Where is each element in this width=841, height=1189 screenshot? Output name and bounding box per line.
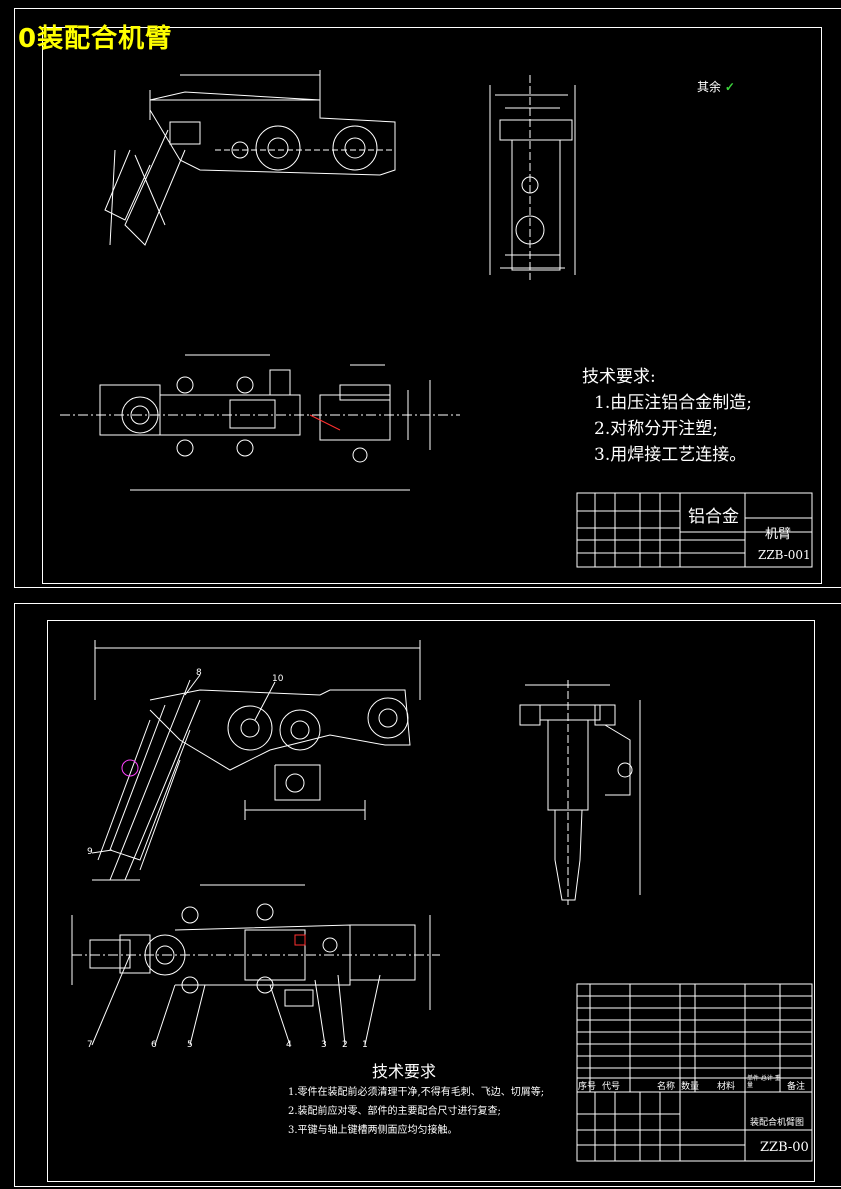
balloon-1: 1 [362, 1040, 368, 1050]
balloon-4: 4 [286, 1040, 292, 1050]
drawing-number-2: ZZB-00 [760, 1140, 809, 1155]
drawing-sheet-1 [14, 8, 841, 588]
requirement-line: 3.用焊接工艺连接。 [594, 445, 747, 465]
requirement-line: 1.零件在装配前必须清理干净,不得有毛刺、飞边、切屑等; [288, 1087, 545, 1098]
balloon-5: 5 [187, 1040, 193, 1050]
surface-note-label: 其余 [697, 80, 722, 94]
assembly-elevation-view-2 [92, 640, 421, 881]
side-view-2 [519, 680, 641, 905]
bom-header-cell: 数量 [681, 1082, 700, 1092]
side-view-1 [489, 75, 576, 280]
requirement-line: 1.由压注铝合金制造; [594, 393, 752, 413]
title-block-1 [576, 492, 813, 568]
bom-table-2 [576, 983, 813, 1162]
bom-header-row: 序号 代号 名称 数量 材料 单件 总计 重量 备注 [577, 1075, 812, 1092]
drawing-frame-2 [47, 620, 815, 1182]
arm-elevation-view-1 [104, 70, 396, 246]
assembly-name-label: 装配合机臂图 [750, 1118, 805, 1128]
drawing-frame-1 [42, 27, 822, 584]
balloon-7: 7 [87, 1040, 93, 1050]
bom-header-cell: 代号 [602, 1082, 621, 1092]
requirement-line: 2.装配前应对零、部件的主要配合尺寸进行复查; [288, 1106, 501, 1117]
surface-roughness-note: 其余 ✓ [697, 78, 735, 95]
requirements-title-2: 技术要求 [372, 1062, 437, 1081]
requirement-line: 2.对称分开注塑; [594, 419, 718, 439]
balloon-9: 9 [87, 847, 93, 857]
bom-header-cell: 序号 [578, 1082, 597, 1092]
bom-header-cell: 单件 总计 重量 [747, 1075, 781, 1089]
technical-requirements-1: 技术要求: 1.由压注铝合金制造; 2.对称分开注塑; 3.用焊接工艺连接。 [582, 364, 752, 468]
bom-header-cell: 备注 [787, 1082, 806, 1092]
requirements-title-1: 技术要求: [582, 367, 656, 387]
balloon-leaders [91, 674, 381, 1046]
balloon-2: 2 [342, 1040, 348, 1050]
drawing-sheet-2 [14, 603, 841, 1187]
balloon-6: 6 [151, 1040, 157, 1050]
balloon-8: 8 [196, 668, 202, 678]
bom-header-cell: 材料 [717, 1082, 736, 1092]
assembly-plan-view-2 [71, 884, 440, 1010]
drawing-number-1: ZZB-001 [758, 548, 811, 562]
bom-header-cell: 名称 [657, 1082, 676, 1092]
requirement-line: 3.平键与轴上键槽两侧面应均匀接触。 [288, 1125, 458, 1136]
technical-requirements-2: 技术要求 1.零件在装配前必须清理干净,不得有毛刺、飞边、切屑等; 2.装配前应… [288, 1062, 544, 1140]
roughness-check-icon: ✓ [724, 80, 735, 94]
balloon-3: 3 [321, 1040, 327, 1050]
page-title: 0装配合机臂 [18, 24, 173, 54]
plan-view-1 [60, 354, 460, 491]
part-name-label: 机臂 [765, 527, 792, 542]
balloon-10: 10 [272, 674, 284, 684]
material-label: 铝合金 [688, 507, 739, 527]
